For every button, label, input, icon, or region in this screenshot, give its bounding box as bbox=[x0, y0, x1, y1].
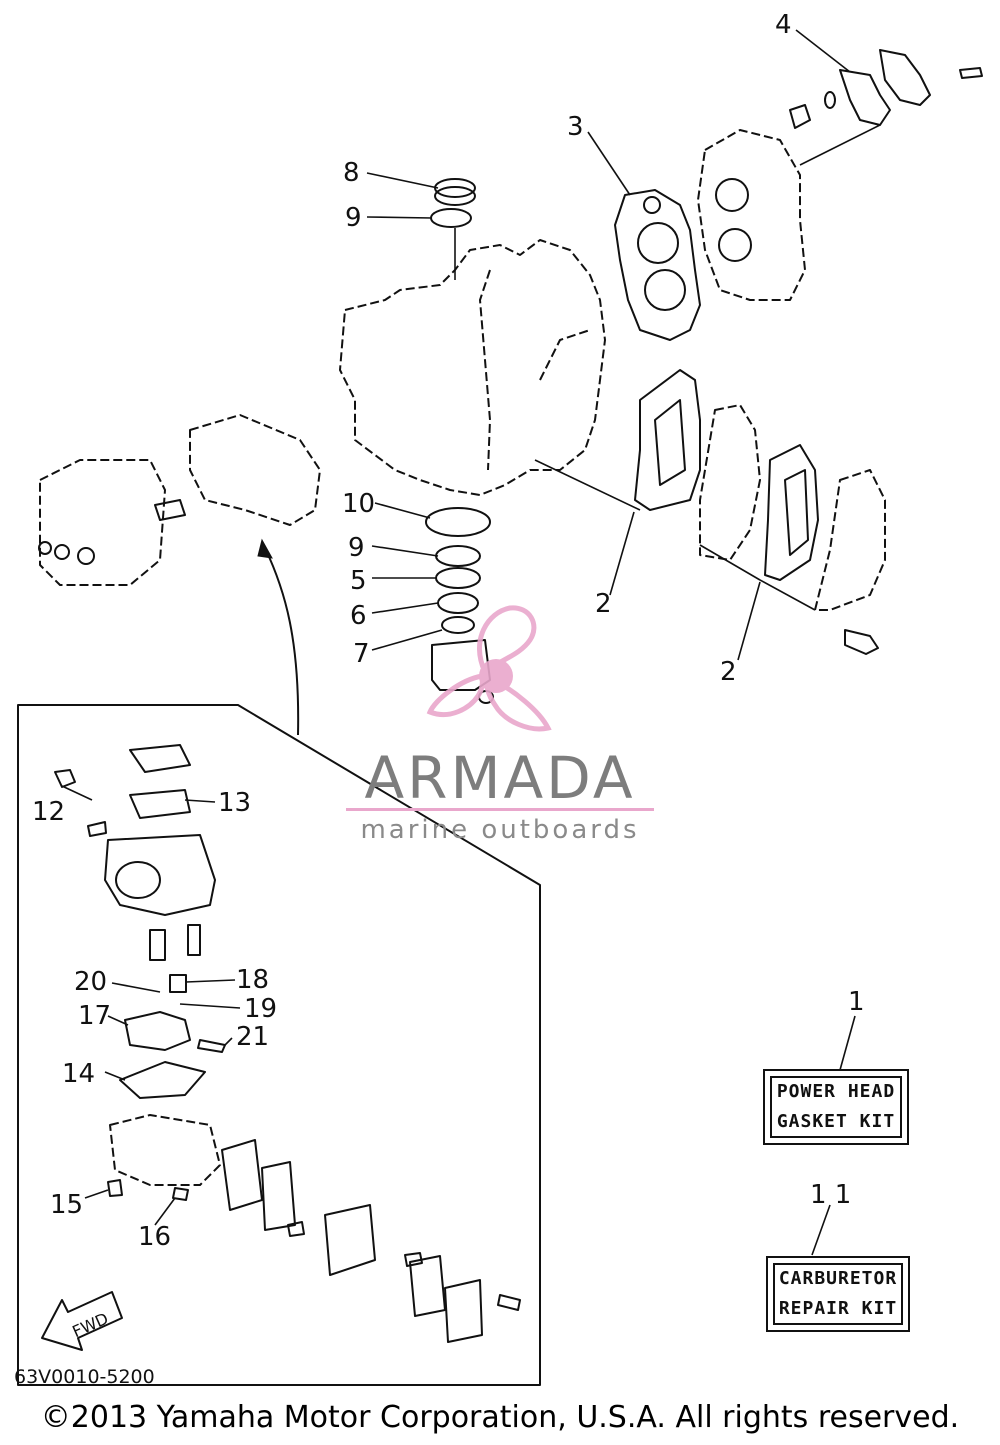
callout-13: 13 bbox=[218, 788, 251, 818]
callout-14: 14 bbox=[62, 1059, 95, 1089]
callout-20: 20 bbox=[74, 967, 107, 997]
carburetor-body bbox=[54, 744, 521, 1343]
callout-1: 1 bbox=[848, 987, 865, 1017]
leader-lines bbox=[61, 29, 856, 1256]
power-head-gasket-kit-box: POWER HEAD GASKET KIT bbox=[763, 1069, 909, 1145]
callout-5: 5 bbox=[350, 566, 367, 596]
callout-16: 16 bbox=[138, 1222, 171, 1252]
crankcase-block bbox=[339, 239, 606, 496]
fwd-arrow: FWD bbox=[41, 1291, 123, 1351]
callout-19: 19 bbox=[244, 994, 277, 1024]
kit-line: REPAIR KIT bbox=[778, 1298, 898, 1319]
carburetor-repair-kit-box: CARBURETOR REPAIR KIT bbox=[766, 1256, 910, 1332]
reference-arrow bbox=[264, 547, 300, 736]
callout-2: 2 bbox=[720, 657, 737, 687]
reference-arrowhead bbox=[257, 538, 273, 559]
callout-12: 12 bbox=[32, 797, 65, 827]
kit-line: GASKET KIT bbox=[776, 1111, 896, 1132]
callout-4: 4 bbox=[775, 10, 792, 40]
callout-10: 10 bbox=[342, 489, 375, 519]
callout-17: 17 bbox=[78, 1001, 111, 1031]
callout-9: 9 bbox=[348, 533, 365, 563]
diagram-code: 63V0010-5200 bbox=[14, 1366, 155, 1388]
armada-propeller-logo bbox=[426, 605, 552, 732]
callout-9: 9 bbox=[345, 203, 362, 233]
armada-watermark: ARMADA marine outboards bbox=[340, 748, 660, 845]
inset-frame bbox=[17, 704, 541, 1386]
callouts: 8 9 3 4 10 9 5 6 7 2 2 1 1 1 12 13 20 18… bbox=[32, 10, 865, 1252]
callout-21: 21 bbox=[236, 1022, 269, 1052]
watermark-rule bbox=[346, 808, 654, 811]
power-head-gasket-kit-inner: POWER HEAD GASKET KIT bbox=[770, 1076, 902, 1138]
callout-6: 6 bbox=[350, 601, 367, 631]
callout-7: 7 bbox=[353, 639, 370, 669]
carburetor-repair-kit-inner: CARBURETOR REPAIR KIT bbox=[773, 1263, 903, 1325]
reed-valve-assembly bbox=[534, 369, 886, 655]
oil-seal-8 bbox=[434, 178, 476, 206]
callout-15: 15 bbox=[50, 1190, 83, 1220]
callout-8: 8 bbox=[343, 158, 360, 188]
kit-line: POWER HEAD bbox=[776, 1081, 896, 1102]
kit-line: CARBURETOR bbox=[778, 1268, 898, 1289]
gasket-4-assembly bbox=[789, 49, 983, 166]
copyright-notice: ©2013 Yamaha Motor Corporation, U.S.A. A… bbox=[40, 1400, 960, 1435]
oil-seal-9-top bbox=[430, 208, 472, 228]
callout-18: 18 bbox=[236, 965, 269, 995]
callout-3: 3 bbox=[567, 112, 584, 142]
fwd-label: FWD bbox=[69, 1309, 111, 1342]
gasket-3 bbox=[614, 189, 701, 341]
callout-11: 1 1 bbox=[810, 1180, 851, 1210]
carburetor-overview bbox=[38, 414, 321, 586]
watermark-tagline: marine outboards bbox=[360, 815, 640, 845]
cylinder-head-cover bbox=[697, 129, 806, 301]
callout-2: 2 bbox=[595, 589, 612, 619]
watermark-name: ARMADA bbox=[364, 744, 636, 812]
